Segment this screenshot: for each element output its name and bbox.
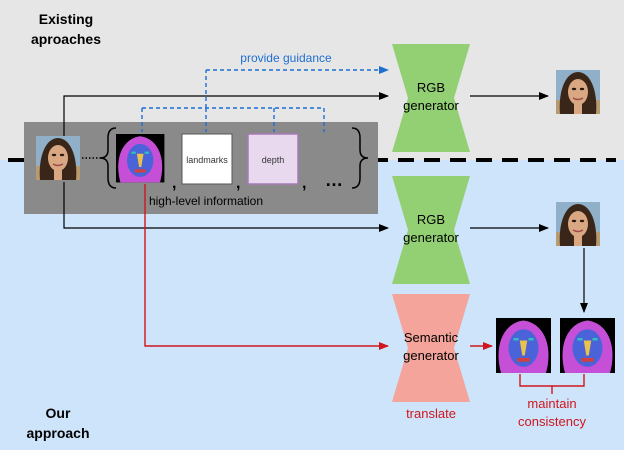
bottom-input-arrow (63, 182, 389, 232)
semantic-output-mask-icon (496, 318, 551, 373)
translate-label: translate (406, 406, 456, 421)
top-rgb-generator (392, 44, 470, 152)
comma-1: , (172, 175, 176, 192)
semantic-generator-line2: generator (403, 348, 459, 363)
top-rgb-generator-line2: generator (403, 98, 459, 113)
bottom-rgb-generator-line2: generator (403, 230, 459, 245)
top-rgb-generator-line1: RGB (417, 80, 445, 95)
semantic-generator-line1: Semantic (404, 330, 459, 345)
existing-label-line1: Existing (39, 11, 93, 27)
source-face-photo-icon (35, 135, 81, 181)
right-brace (351, 127, 369, 189)
existing-label-line2: aproaches (31, 31, 101, 47)
bottom-rgb-generator (392, 176, 470, 284)
maintain-label: maintain (527, 396, 576, 411)
landmarks-label: landmarks (186, 155, 228, 165)
rgb-derived-mask-icon (560, 318, 615, 373)
left-brace (99, 127, 117, 189)
guidance-connectors (141, 66, 389, 132)
bottom-rgb-generator-line1: RGB (417, 212, 445, 227)
our-approach-label-line1: Our (46, 405, 71, 421)
landmarks-icon (181, 133, 233, 185)
translate-input-arrow (144, 184, 389, 350)
comma-2: , (236, 175, 240, 192)
comma-3: , (302, 175, 306, 192)
our-approach-label-line2: approach (26, 425, 89, 441)
depth-map-icon (247, 133, 299, 185)
segmentation-mask-icon (116, 134, 165, 183)
bottom-output-face-photo-icon (555, 201, 601, 247)
semantic-generator (392, 294, 470, 402)
consistency-label: consistency (518, 414, 586, 429)
ellipsis: … (325, 170, 343, 190)
depth-label: depth (262, 155, 285, 165)
high-level-caption: high-level information (149, 194, 263, 208)
provide-guidance-label: provide guidance (240, 51, 332, 65)
top-output-face-photo-icon (555, 69, 601, 115)
top-input-arrow (63, 92, 389, 140)
